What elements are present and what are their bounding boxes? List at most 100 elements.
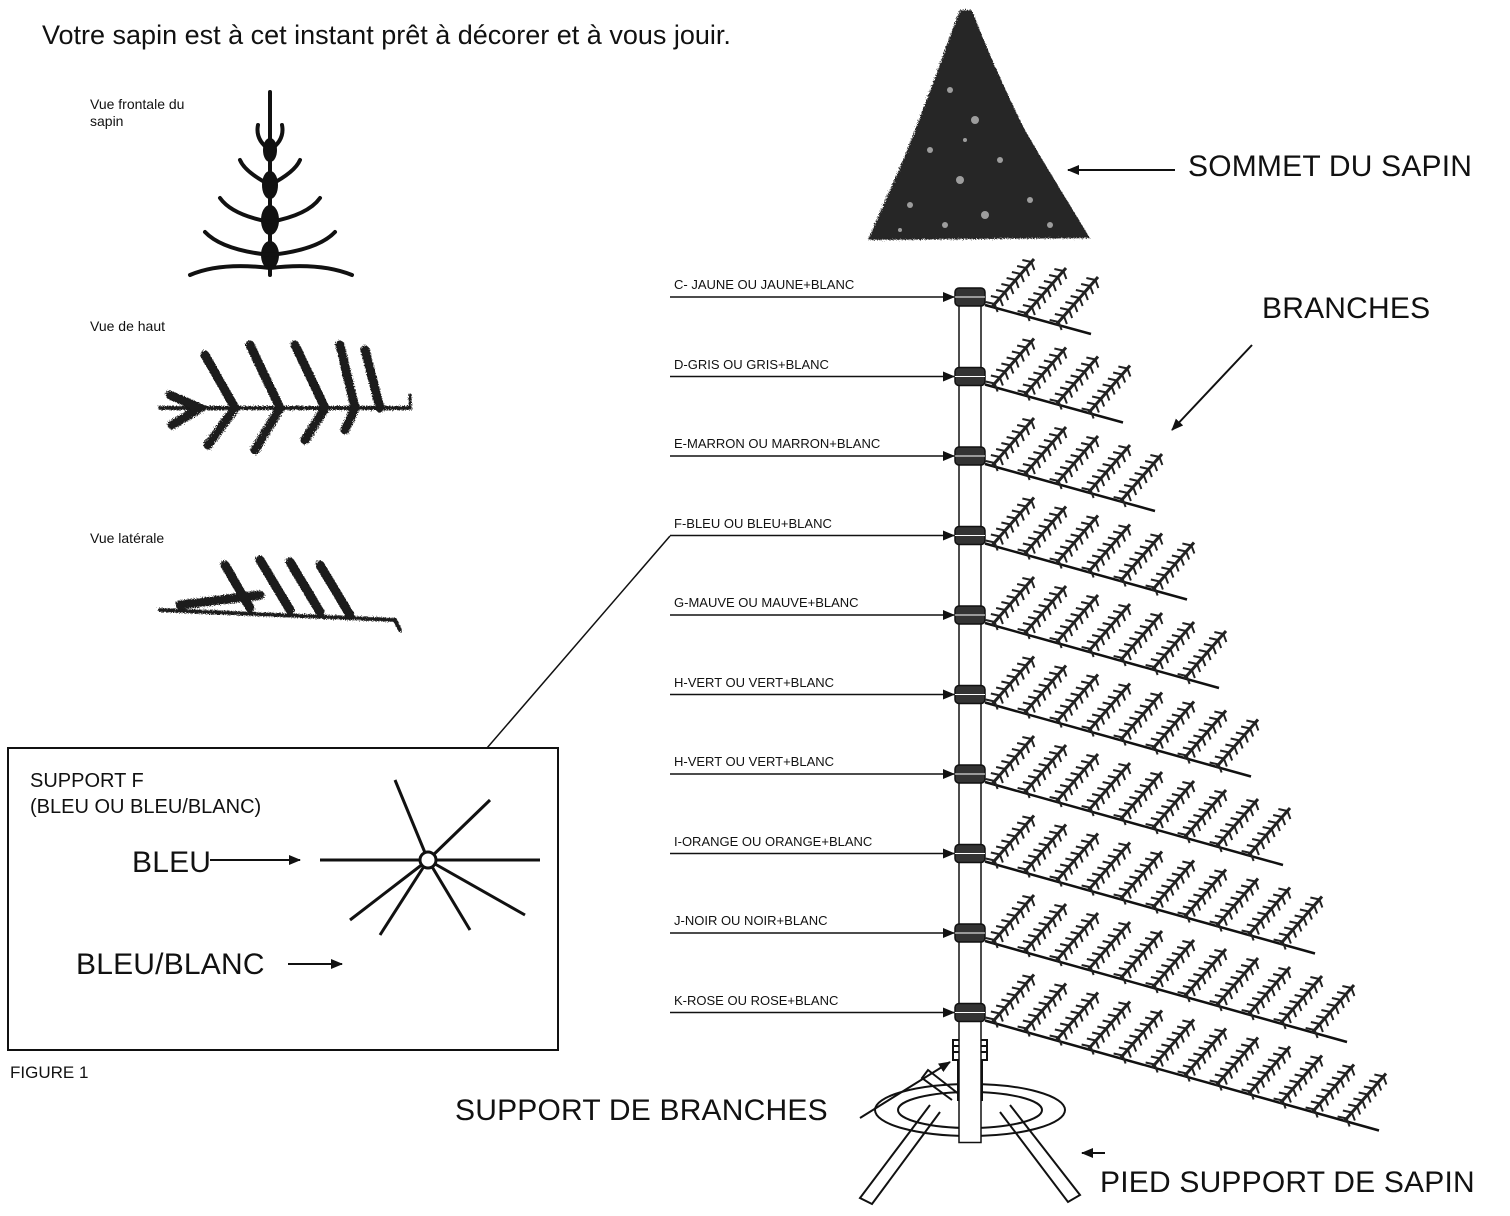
branch xyxy=(1049,355,1100,410)
branch-row-label: J-NOIR OU NOIR+BLANC xyxy=(674,913,828,928)
tree-top-drawing xyxy=(868,10,1090,240)
branch xyxy=(1113,612,1164,667)
branch xyxy=(1017,267,1068,322)
branch xyxy=(985,417,1036,472)
branch xyxy=(1017,426,1068,481)
bleu-blanc-label: BLEU/BLANC xyxy=(76,948,265,981)
branch-row-label: G-MAUVE OU MAUVE+BLANC xyxy=(674,595,859,610)
support-f-star xyxy=(320,779,540,936)
branch xyxy=(1081,364,1132,419)
branch xyxy=(1049,991,1100,1046)
branch xyxy=(1177,948,1228,1003)
branch-row-label: I-ORANGE OU ORANGE+BLANC xyxy=(674,833,873,849)
branch-row-label: H-VERT OU VERT+BLANC xyxy=(674,674,835,690)
figure-caption: FIGURE 1 xyxy=(10,1063,89,1082)
branch xyxy=(1177,630,1228,685)
branch xyxy=(1273,895,1324,950)
branch xyxy=(1305,1063,1356,1118)
branch-row-label: C- JAUNE OU JAUNE+BLANC xyxy=(674,277,855,292)
top-view-drawing xyxy=(158,340,412,455)
branch xyxy=(1241,966,1292,1021)
branch xyxy=(985,894,1036,949)
inset-leader-line xyxy=(486,535,671,749)
branch xyxy=(1145,939,1196,994)
branch-rows xyxy=(670,258,1388,1132)
branch xyxy=(1113,453,1164,508)
branch-row-label: K-ROSE OU ROSE+BLANC xyxy=(674,992,839,1008)
branch xyxy=(985,655,1036,710)
branch xyxy=(1209,1036,1260,1091)
branch xyxy=(1113,930,1164,985)
front-view-label: Vue frontale du sapin xyxy=(90,96,185,129)
branch xyxy=(1113,771,1164,826)
inset-title-line1: SUPPORT F xyxy=(30,770,144,792)
branch xyxy=(1145,621,1196,676)
branch xyxy=(1049,753,1100,808)
branch xyxy=(1017,823,1068,878)
branch xyxy=(1017,346,1068,401)
branch xyxy=(1145,859,1196,914)
branch xyxy=(1273,1054,1324,1109)
branch xyxy=(1113,1009,1164,1064)
branch xyxy=(1049,276,1100,331)
tree-stand-label: PIED SUPPORT DE SAPIN xyxy=(1100,1166,1475,1199)
branch xyxy=(1017,982,1068,1037)
inset-title-line2: (BLEU OU BLEU/BLANC) xyxy=(30,796,262,818)
branch xyxy=(1017,505,1068,560)
callout-arrows xyxy=(210,165,1253,1158)
branch xyxy=(1209,877,1260,932)
branch xyxy=(1081,444,1132,499)
branch xyxy=(1017,744,1068,799)
branch xyxy=(1113,691,1164,746)
branch xyxy=(1145,1018,1196,1073)
front-view-drawing xyxy=(188,90,354,277)
tree-top-label: SOMMET DU SAPIN xyxy=(1188,150,1473,183)
branch xyxy=(1209,718,1260,773)
side-view-label: Vue latérale xyxy=(90,530,165,546)
branch-row-label: D-GRIS OU GRIS+BLANC xyxy=(674,356,829,372)
branch xyxy=(1113,850,1164,905)
branch xyxy=(1081,523,1132,578)
branch xyxy=(1145,700,1196,755)
branch xyxy=(1113,532,1164,587)
branch xyxy=(1017,903,1068,958)
intro-text: Votre sapin est à cet instant prêt à déc… xyxy=(42,20,731,50)
branch xyxy=(1049,673,1100,728)
branch xyxy=(1305,984,1356,1039)
branch xyxy=(1017,585,1068,640)
branches-label: BRANCHES xyxy=(1262,292,1431,325)
branch xyxy=(1049,594,1100,649)
bleu-label: BLEU xyxy=(132,846,212,879)
branch xyxy=(1209,798,1260,853)
branch xyxy=(1145,780,1196,835)
branch-row-label: E-MARRON OU MARRON+BLANC xyxy=(674,436,881,451)
branch xyxy=(1273,975,1324,1030)
branch xyxy=(985,576,1036,631)
branch xyxy=(1081,921,1132,976)
branch xyxy=(1081,1000,1132,1055)
branch xyxy=(1177,709,1228,764)
branch xyxy=(1241,1045,1292,1100)
branch xyxy=(1177,789,1228,844)
branch xyxy=(1049,912,1100,967)
branch-row-label: F-BLEU OU BLEU+BLANC xyxy=(674,515,832,531)
support-f-inset xyxy=(7,747,559,1051)
branch xyxy=(985,337,1036,392)
branch xyxy=(985,735,1036,790)
branch xyxy=(1145,541,1196,596)
branch xyxy=(1081,603,1132,658)
branch xyxy=(1081,762,1132,817)
branch xyxy=(985,973,1036,1028)
branch xyxy=(985,258,1036,313)
branch xyxy=(1049,514,1100,569)
top-view-label: Vue de haut xyxy=(90,318,165,334)
branch-support-label: SUPPORT DE BRANCHES xyxy=(455,1094,828,1127)
branch xyxy=(1337,1072,1388,1127)
branch xyxy=(985,814,1036,869)
branch xyxy=(1177,868,1228,923)
branch xyxy=(1049,832,1100,887)
branch xyxy=(1241,886,1292,941)
side-view-drawing xyxy=(158,555,402,632)
branch xyxy=(1081,841,1132,896)
